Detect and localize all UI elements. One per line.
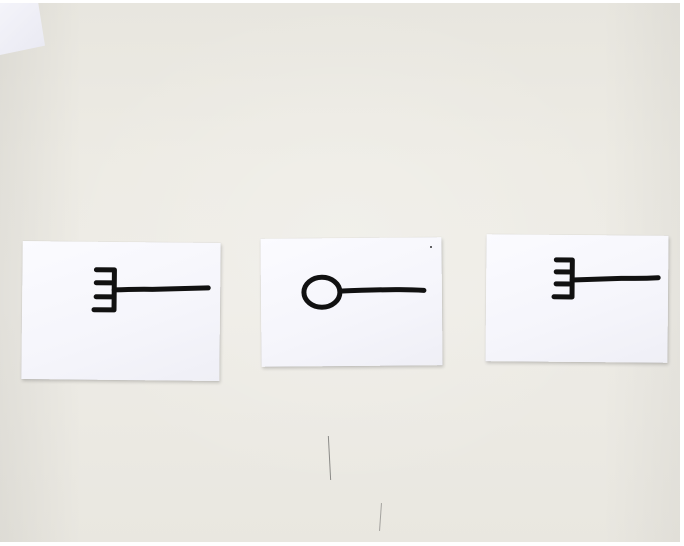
spoon-handle — [337, 287, 427, 294]
surface-scratch — [327, 436, 332, 480]
surface-scratch — [379, 502, 382, 532]
card-fork-left[interactable] — [21, 240, 221, 382]
card-spoon-middle[interactable] — [260, 237, 443, 367]
card-fork-right[interactable] — [485, 234, 669, 363]
frame-border-bottom — [0, 542, 684, 546]
ink-speck — [430, 246, 432, 248]
corner-paper-scrap — [0, 3, 45, 55]
fork-icon — [551, 257, 661, 300]
fork-tines — [551, 257, 575, 300]
fork-icon — [91, 267, 211, 313]
fork-handle — [569, 275, 661, 283]
fork-tines — [91, 267, 117, 313]
frame-border-top — [0, 0, 684, 3]
frame-border-right — [680, 0, 684, 546]
fork-handle — [111, 285, 211, 293]
spoon-bowl — [301, 274, 343, 310]
spoon-icon — [301, 274, 427, 310]
